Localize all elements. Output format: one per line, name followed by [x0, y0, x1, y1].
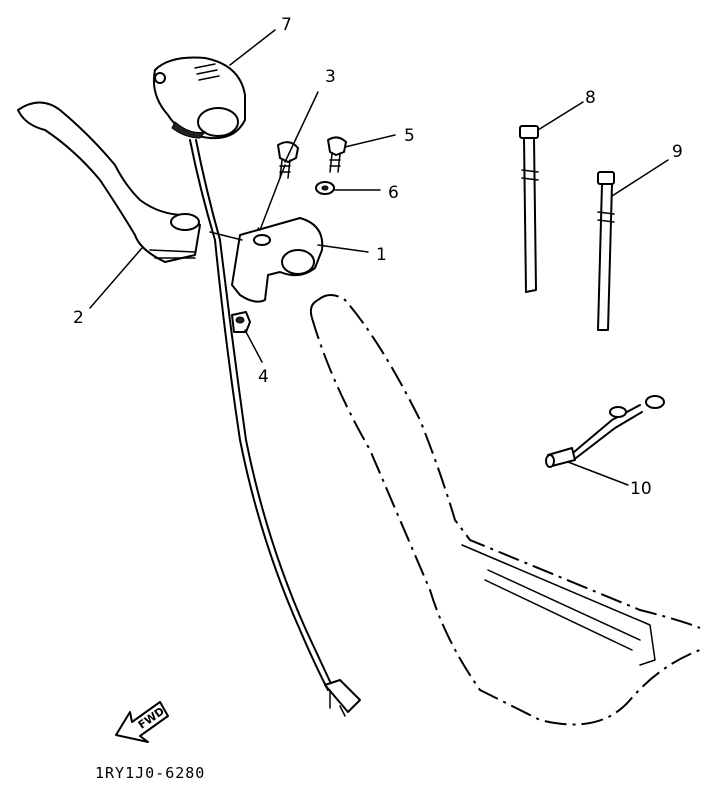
callout-6: 6	[388, 183, 399, 203]
callout-4: 4	[258, 367, 269, 387]
part-5-bolt	[327, 136, 347, 173]
part-6-washer	[315, 181, 335, 195]
callout-3: 3	[325, 67, 336, 87]
callout-5: 5	[404, 126, 415, 146]
part-9-cable-tie	[597, 171, 615, 331]
leader-lines	[89, 29, 669, 486]
part-1-holder	[209, 217, 324, 303]
part-7-switch	[152, 56, 246, 140]
callout-8: 8	[585, 88, 596, 108]
callout-9: 9	[672, 142, 683, 162]
part-2-lever	[17, 101, 201, 263]
part-4-nut	[231, 311, 251, 333]
callout-2: 2	[73, 308, 84, 328]
drawing-code: 1RY1J0-6280	[95, 764, 205, 782]
part-8-cable-tie	[519, 125, 539, 293]
callout-1: 1	[376, 245, 387, 265]
switch-cable	[189, 139, 361, 717]
handlebar	[309, 294, 701, 726]
callout-7: 7	[281, 15, 292, 35]
part-10-lead-wire	[545, 395, 665, 468]
fwd-arrow-icon: FWD	[115, 701, 169, 743]
part-3-bolt	[277, 141, 299, 179]
callout-10: 10	[630, 479, 652, 499]
